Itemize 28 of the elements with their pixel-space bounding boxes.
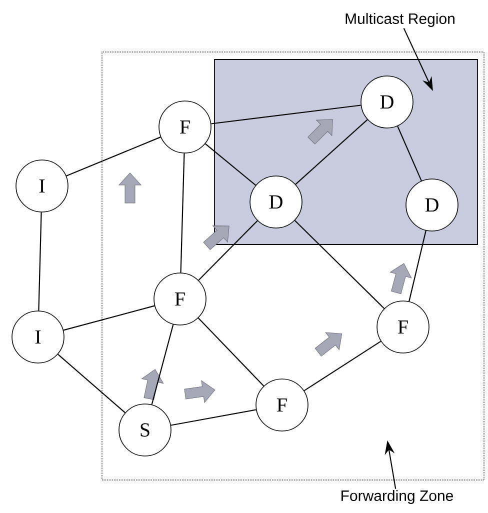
edge-line (294, 220, 385, 309)
zone-box (102, 52, 484, 480)
edge-line (38, 212, 42, 311)
edge-line (63, 305, 155, 331)
network-node: D (406, 178, 458, 232)
network-node: F (376, 300, 430, 354)
network-node: I (16, 160, 68, 212)
network-node: F (154, 272, 206, 326)
edge-line (58, 354, 126, 414)
edge-line (151, 324, 174, 405)
edge-line (295, 119, 368, 185)
region-label: Multicast Region (346, 13, 454, 27)
edge-line (397, 126, 422, 182)
region-label: Forwarding Zone (342, 490, 453, 504)
network-node: F (256, 378, 308, 432)
edge-line (198, 318, 264, 386)
network-node: S (118, 404, 172, 456)
edge-line (211, 104, 361, 124)
edge-line (180, 153, 185, 273)
edge-line (205, 143, 256, 186)
edge-line (304, 340, 382, 392)
network-node: D (250, 176, 302, 228)
network-node: I (12, 310, 64, 364)
network-node: F (158, 100, 212, 154)
edge-line (198, 220, 258, 281)
edge-line (66, 136, 161, 176)
network-node: D (360, 76, 414, 128)
edge-line (170, 409, 256, 426)
